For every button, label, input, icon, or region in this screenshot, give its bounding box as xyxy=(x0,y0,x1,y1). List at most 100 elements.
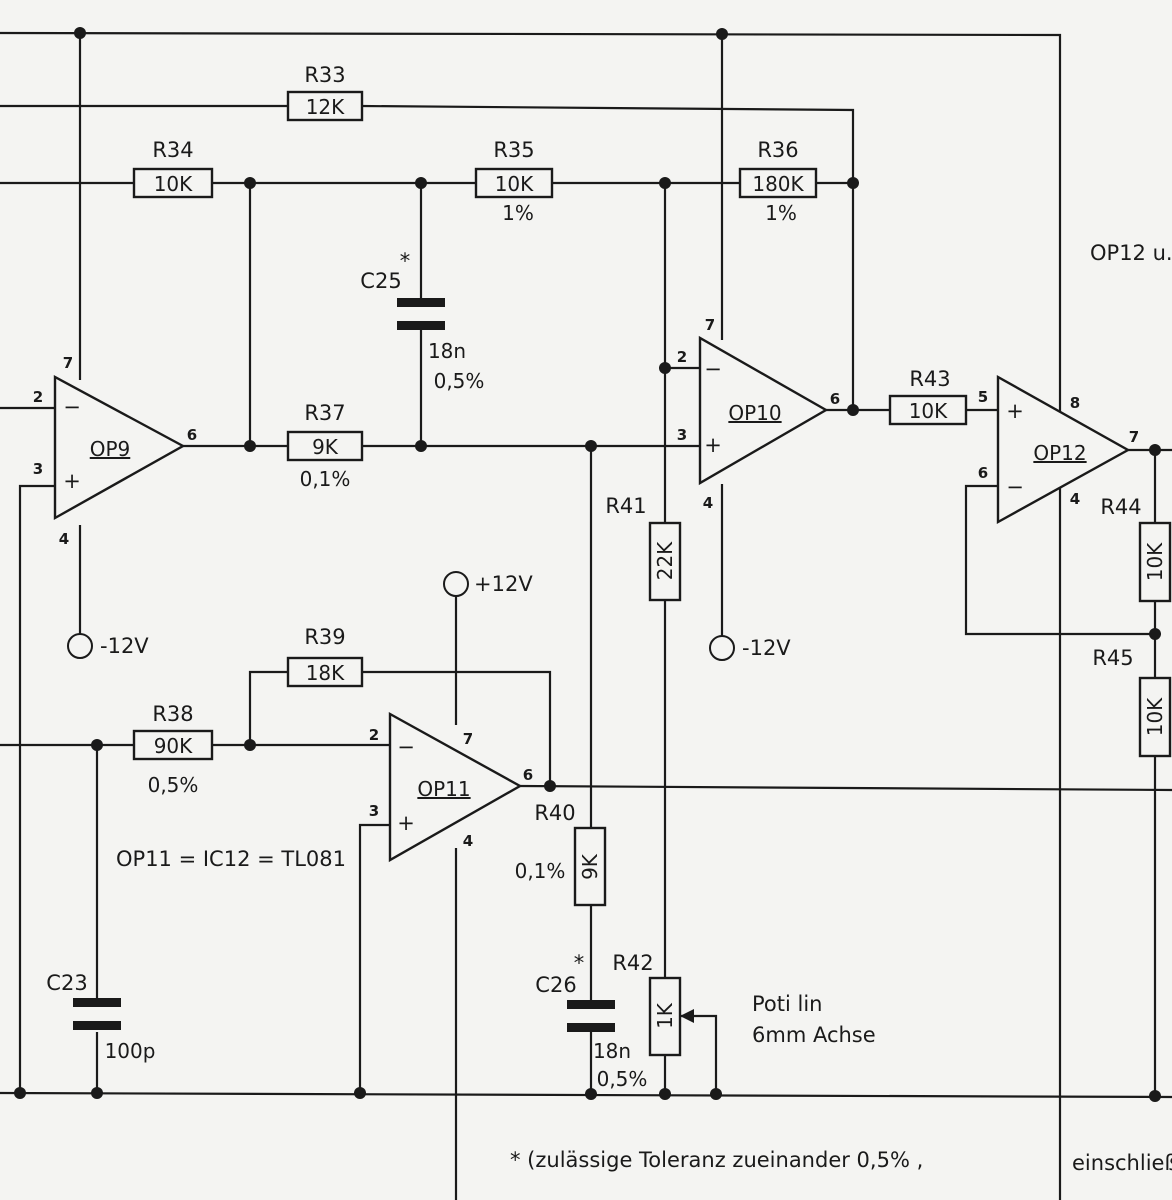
svg-text:9K: 9K xyxy=(578,853,602,880)
tolerance-note: * (zulässige Toleranz zueinander 0,5% , xyxy=(510,1148,923,1172)
resistor-r37: 9K R37 0,1% xyxy=(286,401,364,491)
svg-text:6: 6 xyxy=(978,464,988,482)
svg-text:−: − xyxy=(704,357,722,381)
svg-text:4: 4 xyxy=(59,530,69,548)
svg-text:OP9: OP9 xyxy=(90,437,131,461)
supply-op9-neg: -12V xyxy=(67,633,149,659)
op12-note-partial: OP12 u. xyxy=(1090,241,1172,265)
resistor-r39: 18K R39 xyxy=(286,625,364,688)
svg-text:5: 5 xyxy=(978,388,988,406)
svg-text:90K: 90K xyxy=(154,734,193,758)
svg-text:10K: 10K xyxy=(1143,697,1167,736)
svg-text:8: 8 xyxy=(1070,394,1080,412)
capacitor-c25: C25 * 18n 0,5% xyxy=(360,249,484,393)
svg-text:R35: R35 xyxy=(493,138,534,162)
poti-note-line2: 6mm Achse xyxy=(752,1023,876,1047)
opamp-op12: OP12 + − 5 6 7 8 4 xyxy=(978,374,1139,525)
svg-text:3: 3 xyxy=(33,460,43,478)
svg-text:0,5%: 0,5% xyxy=(148,773,199,797)
svg-text:+: + xyxy=(1006,399,1024,423)
tolerance-note-continued: einschließ xyxy=(1072,1151,1172,1175)
svg-text:12K: 12K xyxy=(306,95,345,119)
svg-text:-12V: -12V xyxy=(100,634,149,658)
svg-text:7: 7 xyxy=(705,316,715,334)
svg-text:2: 2 xyxy=(677,348,687,366)
resistor-r34: 10K R34 xyxy=(132,138,214,199)
svg-text:2: 2 xyxy=(33,388,43,406)
svg-text:3: 3 xyxy=(369,802,379,820)
svg-text:4: 4 xyxy=(463,832,473,850)
resistor-r43: 10K R43 xyxy=(888,367,968,426)
svg-text:10K: 10K xyxy=(909,399,948,423)
svg-text:C26: C26 xyxy=(535,973,576,997)
svg-text:7: 7 xyxy=(1129,428,1139,446)
svg-text:−: − xyxy=(63,395,81,419)
svg-text:R37: R37 xyxy=(304,401,345,425)
svg-text:6: 6 xyxy=(523,766,533,784)
svg-text:4: 4 xyxy=(1070,490,1080,508)
svg-text:6: 6 xyxy=(187,426,197,444)
svg-text:R40: R40 xyxy=(534,801,575,825)
svg-text:1%: 1% xyxy=(765,201,797,225)
resistor-r41: 22K R41 xyxy=(605,494,682,602)
svg-text:R41: R41 xyxy=(605,494,646,518)
svg-text:10K: 10K xyxy=(1143,542,1167,581)
supply-op11-pos: +12V xyxy=(443,571,533,597)
svg-text:R33: R33 xyxy=(304,63,345,87)
capacitor-c26: C26 * 18n 0,5% xyxy=(535,951,647,1091)
svg-text:3: 3 xyxy=(677,426,687,444)
capacitor-c23: C23 100p xyxy=(46,971,155,1063)
opamp-op10: OP10 − + 2 3 6 7 4 xyxy=(677,316,840,512)
svg-text:22K: 22K xyxy=(653,541,677,580)
svg-text:OP10: OP10 xyxy=(728,401,781,425)
junction-dots xyxy=(14,27,1161,1102)
op11-type-note: OP11 = IC12 = TL081 xyxy=(116,847,346,871)
svg-text:2: 2 xyxy=(369,726,379,744)
resistor-r33: 12K R33 xyxy=(286,63,364,122)
resistor-r35: 10K R35 1% xyxy=(474,138,554,225)
svg-text:18n: 18n xyxy=(593,1039,631,1063)
svg-text:18n: 18n xyxy=(428,339,466,363)
svg-text:−: − xyxy=(397,735,415,759)
svg-text:*: * xyxy=(574,951,585,975)
svg-text:C25: C25 xyxy=(360,269,401,293)
svg-text:+: + xyxy=(704,433,722,457)
svg-text:10K: 10K xyxy=(154,172,193,196)
opamp-op9: OP9 − + 2 3 6 7 4 xyxy=(33,354,197,548)
resistor-r40: 9K R40 0,1% xyxy=(515,801,607,907)
svg-text:R36: R36 xyxy=(757,138,798,162)
svg-text:7: 7 xyxy=(63,354,73,372)
svg-text:R45: R45 xyxy=(1092,646,1133,670)
svg-text:OP12: OP12 xyxy=(1033,441,1086,465)
svg-text:6: 6 xyxy=(830,390,840,408)
svg-text:+12V: +12V xyxy=(474,572,533,596)
svg-text:180K: 180K xyxy=(752,172,804,196)
svg-text:R43: R43 xyxy=(909,367,950,391)
svg-text:−: − xyxy=(1006,475,1024,499)
poti-note-line1: Poti lin xyxy=(752,992,823,1016)
svg-text:0,1%: 0,1% xyxy=(515,859,566,883)
svg-text:4: 4 xyxy=(703,494,713,512)
resistor-r36: 180K R36 1% xyxy=(738,138,818,225)
svg-text:0,5%: 0,5% xyxy=(434,369,485,393)
opamp-op11: OP11 − + 2 3 6 7 4 xyxy=(369,711,533,863)
supply-op10-neg: -12V xyxy=(709,635,791,661)
svg-text:C23: C23 xyxy=(46,971,87,995)
resistor-r44: 10K R44 xyxy=(1100,495,1172,603)
svg-text:1%: 1% xyxy=(502,201,534,225)
svg-text:R39: R39 xyxy=(304,625,345,649)
svg-text:9K: 9K xyxy=(312,435,339,459)
svg-text:R42: R42 xyxy=(612,951,653,975)
svg-text:18K: 18K xyxy=(306,661,345,685)
svg-text:1K: 1K xyxy=(653,1002,677,1029)
svg-text:100p: 100p xyxy=(105,1039,156,1063)
svg-text:R34: R34 xyxy=(152,138,193,162)
potentiometer-r42: 1K R42 xyxy=(612,951,694,1057)
svg-text:0,5%: 0,5% xyxy=(597,1067,648,1091)
svg-text:10K: 10K xyxy=(495,172,534,196)
svg-text:7: 7 xyxy=(463,730,473,748)
resistor-r45: 10K R45 xyxy=(1092,646,1172,758)
svg-text:*: * xyxy=(400,249,411,273)
svg-text:+: + xyxy=(63,469,81,493)
